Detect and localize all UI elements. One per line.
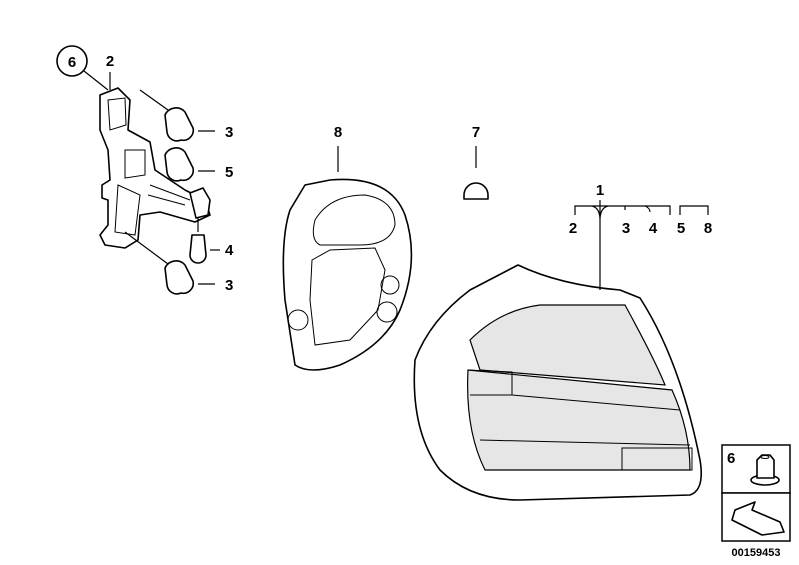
callout-1-sub-5: 5	[677, 220, 685, 237]
callout-2: 2	[106, 53, 114, 70]
callout-3-bottom: 3	[225, 277, 233, 294]
cap[interactable]	[463, 182, 489, 200]
callout-8: 8	[334, 124, 342, 141]
callout-5: 5	[225, 164, 233, 181]
bulb-4[interactable]	[189, 234, 207, 264]
gasket[interactable]	[282, 178, 413, 371]
bulb-3-top[interactable]	[164, 107, 195, 142]
callout-3-top: 3	[225, 124, 233, 141]
bulb-3-bottom[interactable]	[164, 260, 195, 295]
inset-box: 6	[721, 444, 791, 542]
callout-1-sub-4: 4	[649, 220, 658, 237]
callout-6: 6	[68, 54, 76, 71]
callout-7: 7	[472, 124, 480, 141]
tail-lamp[interactable]	[413, 264, 703, 501]
callout-1-sub-2: 2	[569, 220, 577, 237]
callout-1-sub-3: 3	[622, 220, 630, 237]
bulb-holder[interactable]	[99, 87, 211, 249]
callout-1: 1	[596, 182, 604, 199]
nut-icon[interactable]	[750, 454, 780, 486]
arrow-icon	[731, 501, 785, 536]
callout-circle-6	[56, 45, 88, 77]
callout-1-sub-8: 8	[704, 220, 712, 237]
diagram-code: 00159453	[732, 547, 781, 559]
bulb-5[interactable]	[164, 147, 195, 182]
inset-callout-6: 6	[727, 450, 735, 467]
callout-4: 4	[225, 242, 234, 259]
